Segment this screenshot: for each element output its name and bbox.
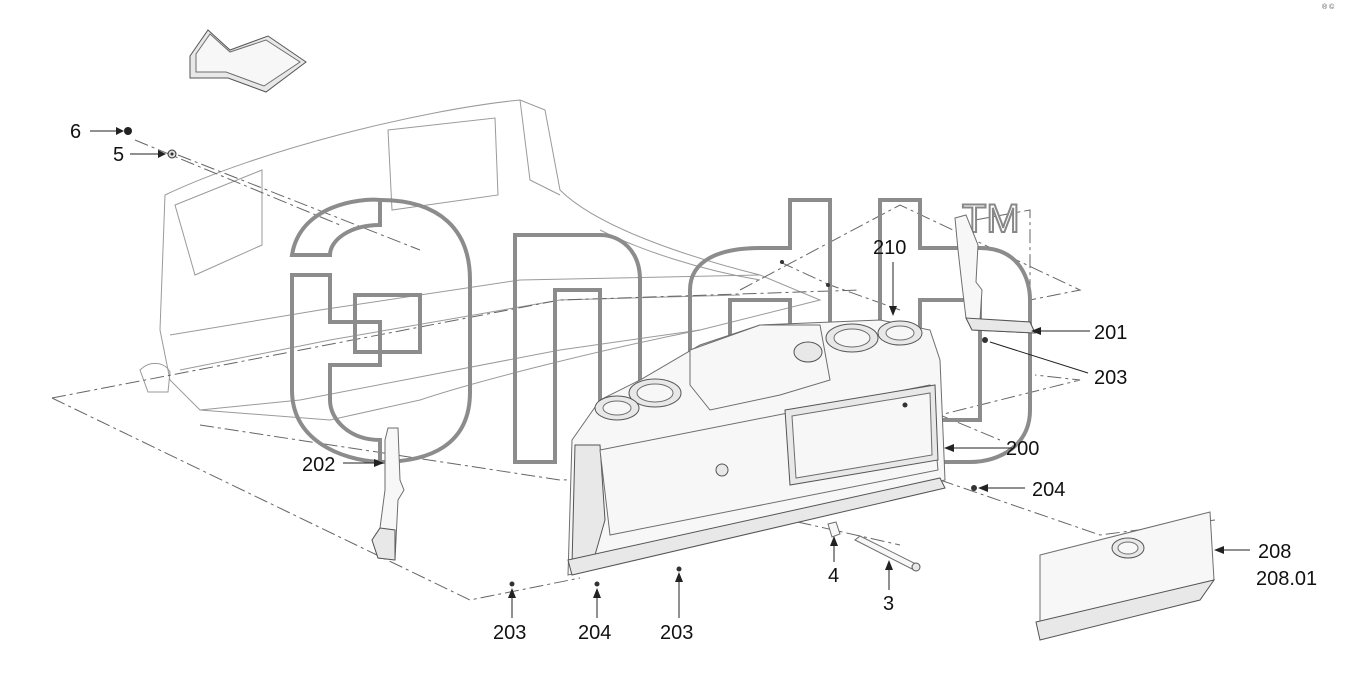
callout-210: 210 <box>873 237 906 259</box>
rod-3 <box>854 535 921 572</box>
corner-mark: ® © <box>1322 3 1335 11</box>
callout-200: 200 <box>1006 438 1039 460</box>
callout-5: 5 <box>113 144 124 166</box>
cover-panel-208 <box>1035 511 1216 641</box>
callout-203-right: 203 <box>1094 367 1127 389</box>
callout-4: 4 <box>828 565 839 587</box>
console-shelf-200 <box>567 319 946 576</box>
leader-lines <box>90 127 1250 618</box>
callout-204-bottom: 204 <box>578 622 611 644</box>
direction-arrow-icon <box>189 29 307 93</box>
callout-202: 202 <box>302 454 335 476</box>
side-bracket-202 <box>371 427 405 561</box>
pin-4 <box>827 521 841 538</box>
callout-6: 6 <box>70 121 81 143</box>
side-bracket-201 <box>954 214 1036 343</box>
callout-3: 3 <box>883 593 894 615</box>
callout-203-bottom-mid: 203 <box>660 622 693 644</box>
callout-208-01: 208.01 <box>1256 568 1317 590</box>
callout-labels: 6 5 210 201 203 200 204 202 208 208.01 4… <box>70 121 1317 644</box>
callout-208: 208 <box>1258 541 1291 563</box>
callout-201: 201 <box>1094 322 1127 344</box>
callout-204-right: 204 <box>1032 479 1065 501</box>
callout-203-bottom-left: 203 <box>493 622 526 644</box>
